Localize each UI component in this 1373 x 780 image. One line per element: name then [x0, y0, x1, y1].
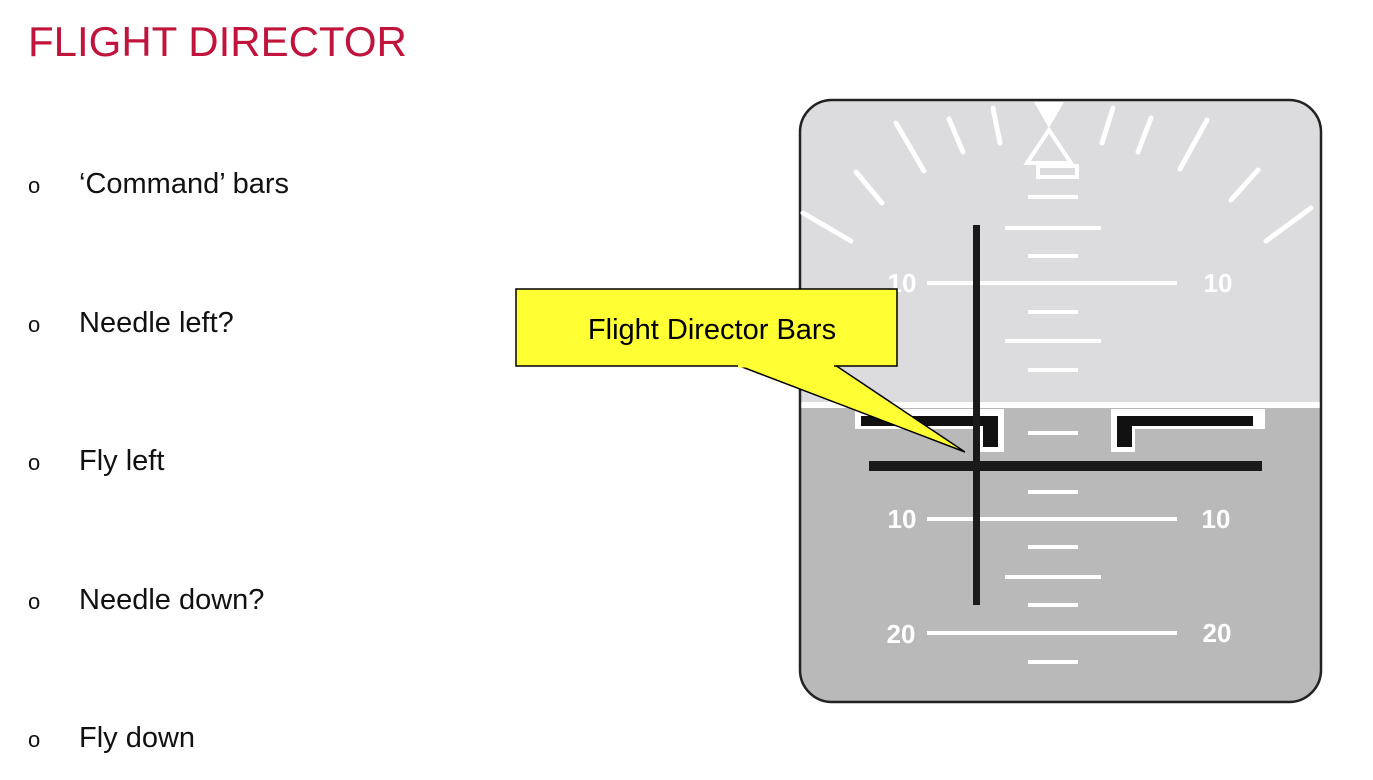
- bullet-text: ‘Command’ bars: [79, 168, 290, 200]
- horizon-line: [800, 402, 1321, 408]
- slide-title: FLIGHT DIRECTOR: [28, 18, 407, 65]
- callout: Flight Director Bars: [515, 288, 966, 453]
- bank-pointer-base: [1036, 164, 1079, 179]
- bank-index-icon: [1034, 102, 1064, 128]
- pitch-label: 20: [887, 619, 916, 649]
- bullet-marker: o: [28, 450, 41, 475]
- bullet-text: Fly left: [79, 445, 165, 477]
- pitch-label: 20: [1203, 618, 1232, 648]
- callout-text: Flight Director Bars: [588, 314, 836, 346]
- bullet-marker: o: [28, 589, 41, 614]
- pitch-label: 10: [1204, 268, 1233, 298]
- pitch-ladder: [927, 195, 1177, 664]
- bank-scale: [800, 105, 1314, 244]
- instrument-bezel: [798, 98, 1323, 704]
- bullet-text: Needle down?: [79, 584, 265, 616]
- ground: [800, 405, 1321, 702]
- bullet-marker: o: [28, 312, 41, 337]
- bank-pointer-icon: [1023, 126, 1075, 165]
- fd-roll-bar: [973, 225, 980, 605]
- bullet-marker: o: [28, 173, 41, 198]
- bullet-marker: o: [28, 727, 41, 752]
- pitch-label: 10: [1202, 504, 1231, 534]
- bullet-text: Needle left?: [79, 307, 234, 339]
- bullet-text: Fly down: [79, 722, 196, 754]
- pitch-label: 10: [888, 504, 917, 534]
- fd-pitch-bar: [869, 461, 1262, 471]
